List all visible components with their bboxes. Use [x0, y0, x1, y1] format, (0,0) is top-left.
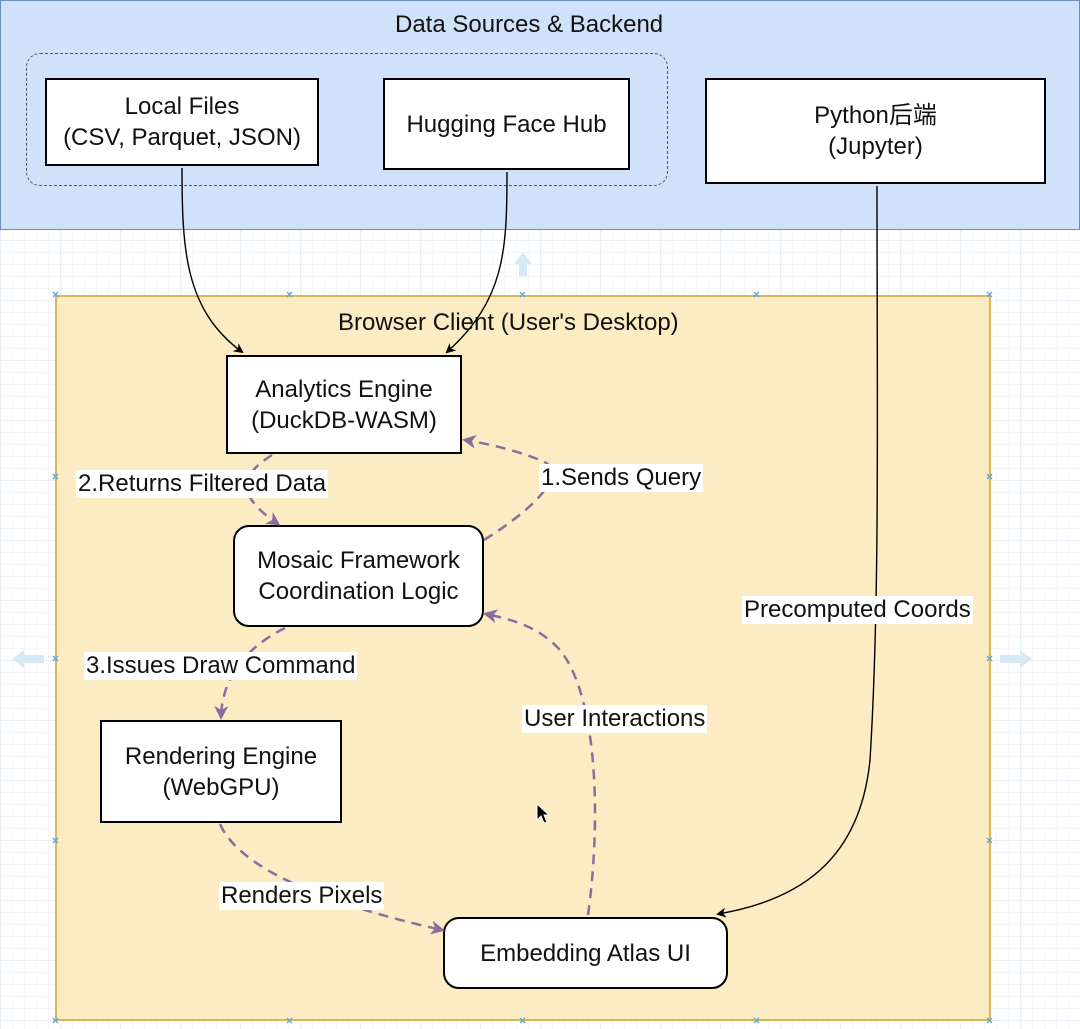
python-backend-node[interactable]: Python后端 (Jupyter): [705, 78, 1046, 184]
mosaic-framework-title: Mosaic Framework: [257, 547, 460, 574]
analytics-engine-node[interactable]: Analytics Engine (DuckDB-WASM): [226, 355, 462, 454]
edge-label-sends-query: 1.Sends Query: [539, 464, 704, 492]
local-files-node[interactable]: Local Files (CSV, Parquet, JSON): [45, 78, 319, 166]
local-files-title: Local Files: [124, 93, 240, 120]
rendering-engine-title: Rendering Engine: [124, 742, 318, 770]
analytics-engine-title: Analytics Engine: [255, 375, 433, 403]
python-backend-title: Python后端: [814, 102, 937, 129]
analytics-engine-subtitle: (DuckDB-WASM): [251, 406, 437, 434]
resize-arrow-right-icon[interactable]: [1000, 650, 1032, 668]
hugging-face-hub-title: Hugging Face Hub: [406, 110, 607, 138]
backend-container-title: Data Sources & Backend: [395, 11, 664, 38]
edge-label-issues-draw: 3.Issues Draw Command: [84, 652, 358, 680]
edge-label-user-interactions: User Interactions: [522, 705, 708, 733]
resize-arrow-up-icon[interactable]: [514, 252, 532, 276]
embedding-atlas-ui-node[interactable]: Embedding Atlas UI: [443, 917, 728, 989]
rendering-engine-subtitle: (WebGPU): [162, 773, 280, 801]
local-files-subtitle: (CSV, Parquet, JSON): [63, 124, 301, 151]
embedding-atlas-ui-title: Embedding Atlas UI: [480, 939, 691, 967]
mosaic-framework-subtitle: Coordination Logic: [258, 578, 459, 605]
edge-label-renders-pixels: Renders Pixels: [219, 882, 385, 910]
hugging-face-hub-node[interactable]: Hugging Face Hub: [383, 78, 630, 170]
mouse-cursor-icon: [536, 803, 550, 824]
resize-arrow-left-icon[interactable]: [12, 650, 44, 668]
browser-container-title: Browser Client (User's Desktop): [338, 309, 679, 336]
edge-label-returns-data: 2.Returns Filtered Data: [76, 470, 329, 498]
mosaic-framework-node[interactable]: Mosaic Framework Coordination Logic: [233, 525, 484, 627]
rendering-engine-node[interactable]: Rendering Engine (WebGPU): [100, 720, 342, 823]
python-backend-subtitle: (Jupyter): [828, 133, 923, 160]
edge-label-precomputed-coords: Precomputed Coords: [742, 596, 973, 624]
data-sources-group[interactable]: [26, 53, 668, 186]
